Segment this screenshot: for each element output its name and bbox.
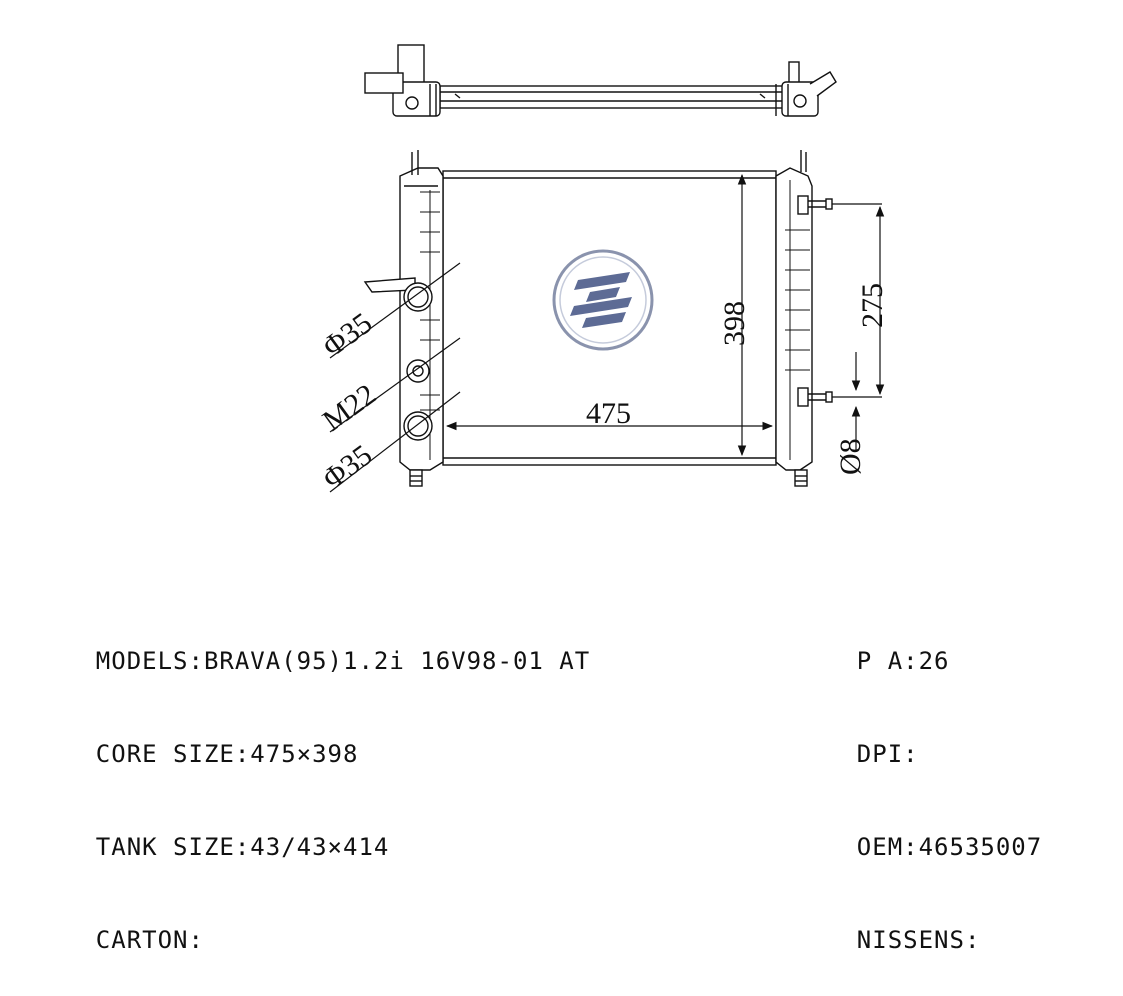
spec-label: MODELS: <box>95 647 204 675</box>
spec-value: 46535007 <box>918 833 1043 861</box>
spec-row-dpi: DPI: <box>795 699 1042 768</box>
spec-label: NISSENS: <box>856 926 981 954</box>
spec-value: BRAVA(95)1.2i 16V98-01 AT <box>203 647 591 675</box>
spec-label: OEM: <box>856 833 919 861</box>
spec-value: 26 <box>918 647 950 675</box>
dim-lower-outlet: Φ35 <box>317 438 378 495</box>
spec-row-nissens: NISSENS: <box>795 885 1042 954</box>
spec-row-models: MODELS:BRAVA(95)1.2i 16V98-01 AT <box>34 606 590 675</box>
spec-row-tank-size: TANK SIZE:43/43×414 <box>34 792 590 861</box>
dim-sensor-thread: M22 <box>317 378 382 438</box>
spec-label: DPI: <box>856 740 919 768</box>
spec-row-carton: CARTON: <box>34 885 590 954</box>
spec-left-column: MODELS:BRAVA(95)1.2i 16V98-01 AT CORE SI… <box>34 550 590 954</box>
top-view <box>364 44 837 117</box>
company-logo-icon <box>552 249 654 351</box>
radiator-technical-drawing: 475 398 275 Ø8 Φ35 M22 Φ35 <box>317 44 889 496</box>
spec-value: 475×398 <box>250 740 359 768</box>
spec-label: P A: <box>856 647 919 675</box>
dim-bolt-spacing: 275 <box>856 283 889 328</box>
spec-right-column: P A:26 DPI: OEM:46535007 NISSENS: <box>795 550 1042 954</box>
spec-value: 43/43×414 <box>250 833 390 861</box>
dim-width: 475 <box>586 397 631 430</box>
spec-row-oem: OEM:46535007 <box>795 792 1042 861</box>
dim-upper-inlet: Φ35 <box>317 306 378 363</box>
spec-row-core-size: CORE SIZE:475×398 <box>34 699 590 768</box>
dim-height: 398 <box>718 301 751 346</box>
spec-label: TANK SIZE: <box>95 833 251 861</box>
front-view <box>363 150 833 487</box>
spec-label: CARTON: <box>95 926 204 954</box>
spec-row-pa: P A:26 <box>795 606 1042 675</box>
dim-bolt-diameter: Ø8 <box>834 438 867 475</box>
spec-label: CORE SIZE: <box>95 740 251 768</box>
dimension-lines <box>329 173 885 493</box>
